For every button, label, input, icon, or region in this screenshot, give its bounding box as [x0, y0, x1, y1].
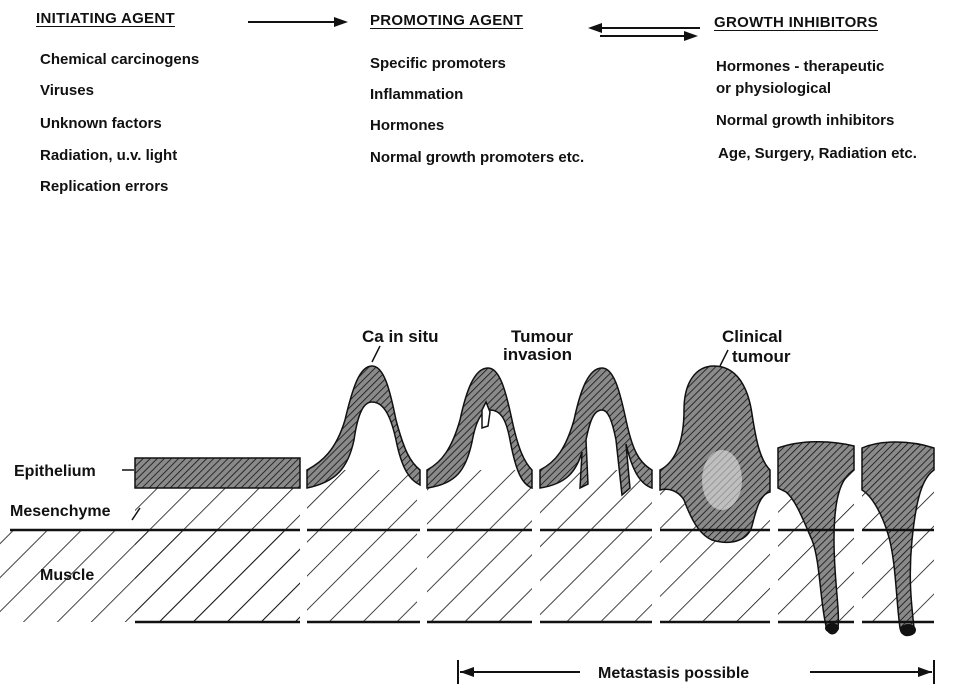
panel-tumour-invasion-deep: [540, 368, 652, 622]
label-tumour: Tumour: [511, 327, 573, 346]
panel-muscle-invasion-1: [778, 442, 854, 634]
label-metastasis-possible: Metastasis possible: [598, 665, 749, 682]
label-mesenchyme: Mesenchyme: [10, 503, 111, 520]
label-epithelium: Epithelium: [14, 463, 96, 480]
label-invasion: invasion: [503, 345, 572, 364]
panel-muscle-invasion-2: [862, 442, 934, 636]
panel-tumour-invasion-early: [427, 368, 532, 622]
arrow-initiating-to-promoting: [248, 17, 348, 27]
arrow-promoting-to-inhibitors: [600, 31, 698, 41]
label-clinical-tumour: tumour: [732, 347, 791, 366]
panel-normal: [0, 458, 300, 622]
label-muscle: Muscle: [40, 567, 94, 584]
panel-ca-in-situ: [307, 366, 420, 622]
arrow-inhibitors-to-promoting: [588, 23, 700, 33]
panel-clinical-tumour: [660, 366, 770, 622]
label-clinical: Clinical: [722, 327, 782, 346]
label-ca-in-situ: Ca in situ: [362, 327, 439, 346]
